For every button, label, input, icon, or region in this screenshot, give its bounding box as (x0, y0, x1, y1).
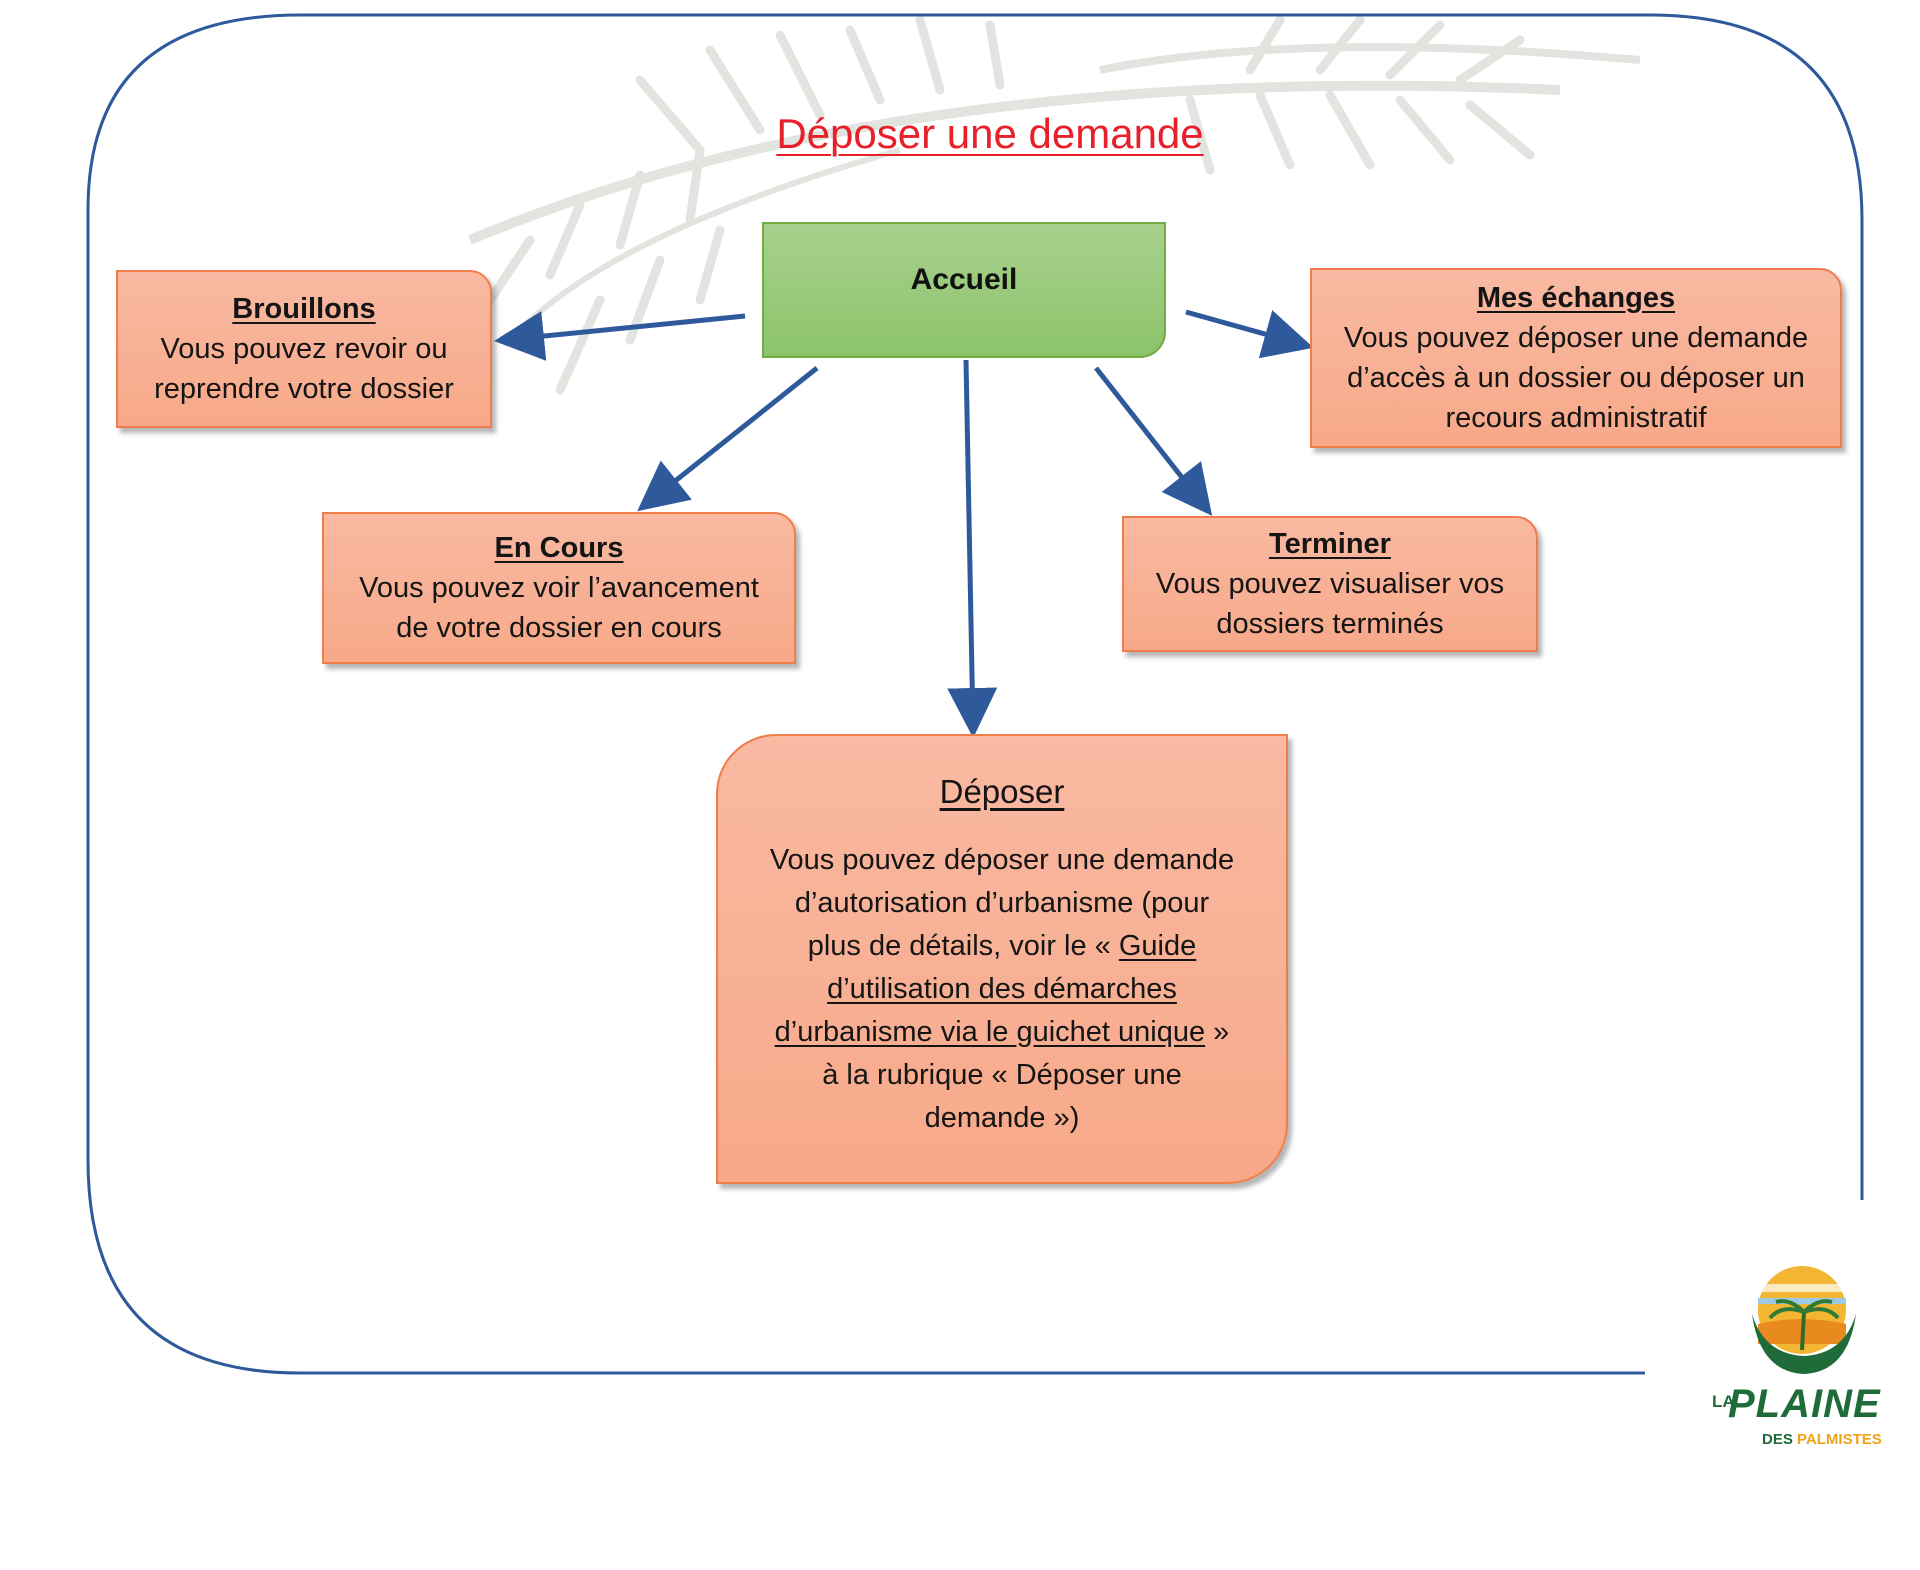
arrow-to-brouillons (494, 311, 746, 361)
node-deposer-text: plus de détails, voir le « (807, 930, 1119, 962)
node-deposer-text-line: à la rubrique « Déposer une (822, 1059, 1182, 1091)
node-deposer-text-line: Vous pouvez déposer une demande (769, 844, 1235, 876)
node-mes-echanges-text-line: d’accès à un dossier ou déposer un (1347, 362, 1805, 394)
diagram-title: Déposer une demande (776, 110, 1204, 157)
arrow-to-en-cours (637, 366, 819, 512)
logo-plaine-text: PLAINE (1728, 1382, 1881, 1426)
guide-link[interactable]: Guide (1118, 930, 1197, 962)
node-deposer-text-line: demande ») (924, 1102, 1080, 1134)
node-accueil: Accueil (762, 222, 1166, 358)
node-mes-echanges-text-line: Vous pouvez déposer une demande (1343, 322, 1809, 354)
guide-link[interactable]: d’urbanisme via le guichet unique (774, 1016, 1206, 1048)
node-en-cours: En Cours Vous pouvez voir l’avancement d… (322, 512, 796, 664)
node-terminer-text-line: Vous pouvez visualiser vos (1155, 568, 1505, 600)
la-plaine-des-palmistes-logo: LA PLAINE DES PALMISTES (1700, 1254, 1900, 1464)
node-mes-echanges-text-line: recours administratif (1445, 402, 1707, 434)
node-deposer-text-line: d’autorisation d’urbanisme (pour (794, 887, 1210, 919)
node-en-cours-text-line: Vous pouvez voir l’avancement (359, 572, 759, 604)
arrow-to-mes-echanges (1185, 309, 1314, 359)
node-terminer-heading: Terminer (1269, 528, 1391, 560)
node-deposer-text-line: d’utilisation des démarches (728, 968, 1276, 1011)
node-terminer-text-line: dossiers terminés (1216, 608, 1444, 640)
arrow-to-terminer (1094, 366, 1213, 516)
guide-link[interactable]: d’utilisation des démarches (827, 973, 1177, 1005)
node-accueil-label: Accueil (910, 263, 1018, 296)
node-brouillons: Brouillons Vous pouvez revoir ou reprend… (116, 270, 492, 428)
node-deposer: Déposer Vous pouvez déposer une demande … (716, 734, 1288, 1184)
node-brouillons-heading: Brouillons (232, 293, 376, 325)
logo-la-text: LA (1712, 1392, 1735, 1411)
node-en-cours-heading: En Cours (494, 532, 624, 564)
arrow-to-deposer (947, 359, 998, 738)
node-mes-echanges: Mes échanges Vous pouvez déposer une dem… (1310, 268, 1842, 448)
node-deposer-text-line: plus de détails, voir le « Guide (728, 925, 1276, 968)
connector-arrows (494, 309, 1314, 738)
logo-des-text: DES (1762, 1431, 1793, 1448)
node-en-cours-text-line: de votre dossier en cours (396, 612, 722, 644)
node-brouillons-text-line: reprendre votre dossier (154, 373, 454, 405)
node-terminer: Terminer Vous pouvez visualiser vos doss… (1122, 516, 1538, 652)
node-deposer-heading: Déposer (939, 773, 1065, 810)
frame-border (86, 13, 1864, 1375)
logo-emblem (1752, 1266, 1856, 1374)
node-brouillons-text-line: Vous pouvez revoir ou (160, 333, 448, 365)
palm-frond-background (468, 15, 1641, 395)
logo-palmistes-text: PALMISTES (1797, 1431, 1882, 1448)
node-deposer-text-line: d’urbanisme via le guichet unique » (728, 1011, 1276, 1054)
node-mes-echanges-heading: Mes échanges (1476, 282, 1676, 314)
logo-des-palmistes-text: DES PALMISTES (1762, 1431, 1882, 1448)
node-deposer-text: » (1205, 1016, 1230, 1048)
